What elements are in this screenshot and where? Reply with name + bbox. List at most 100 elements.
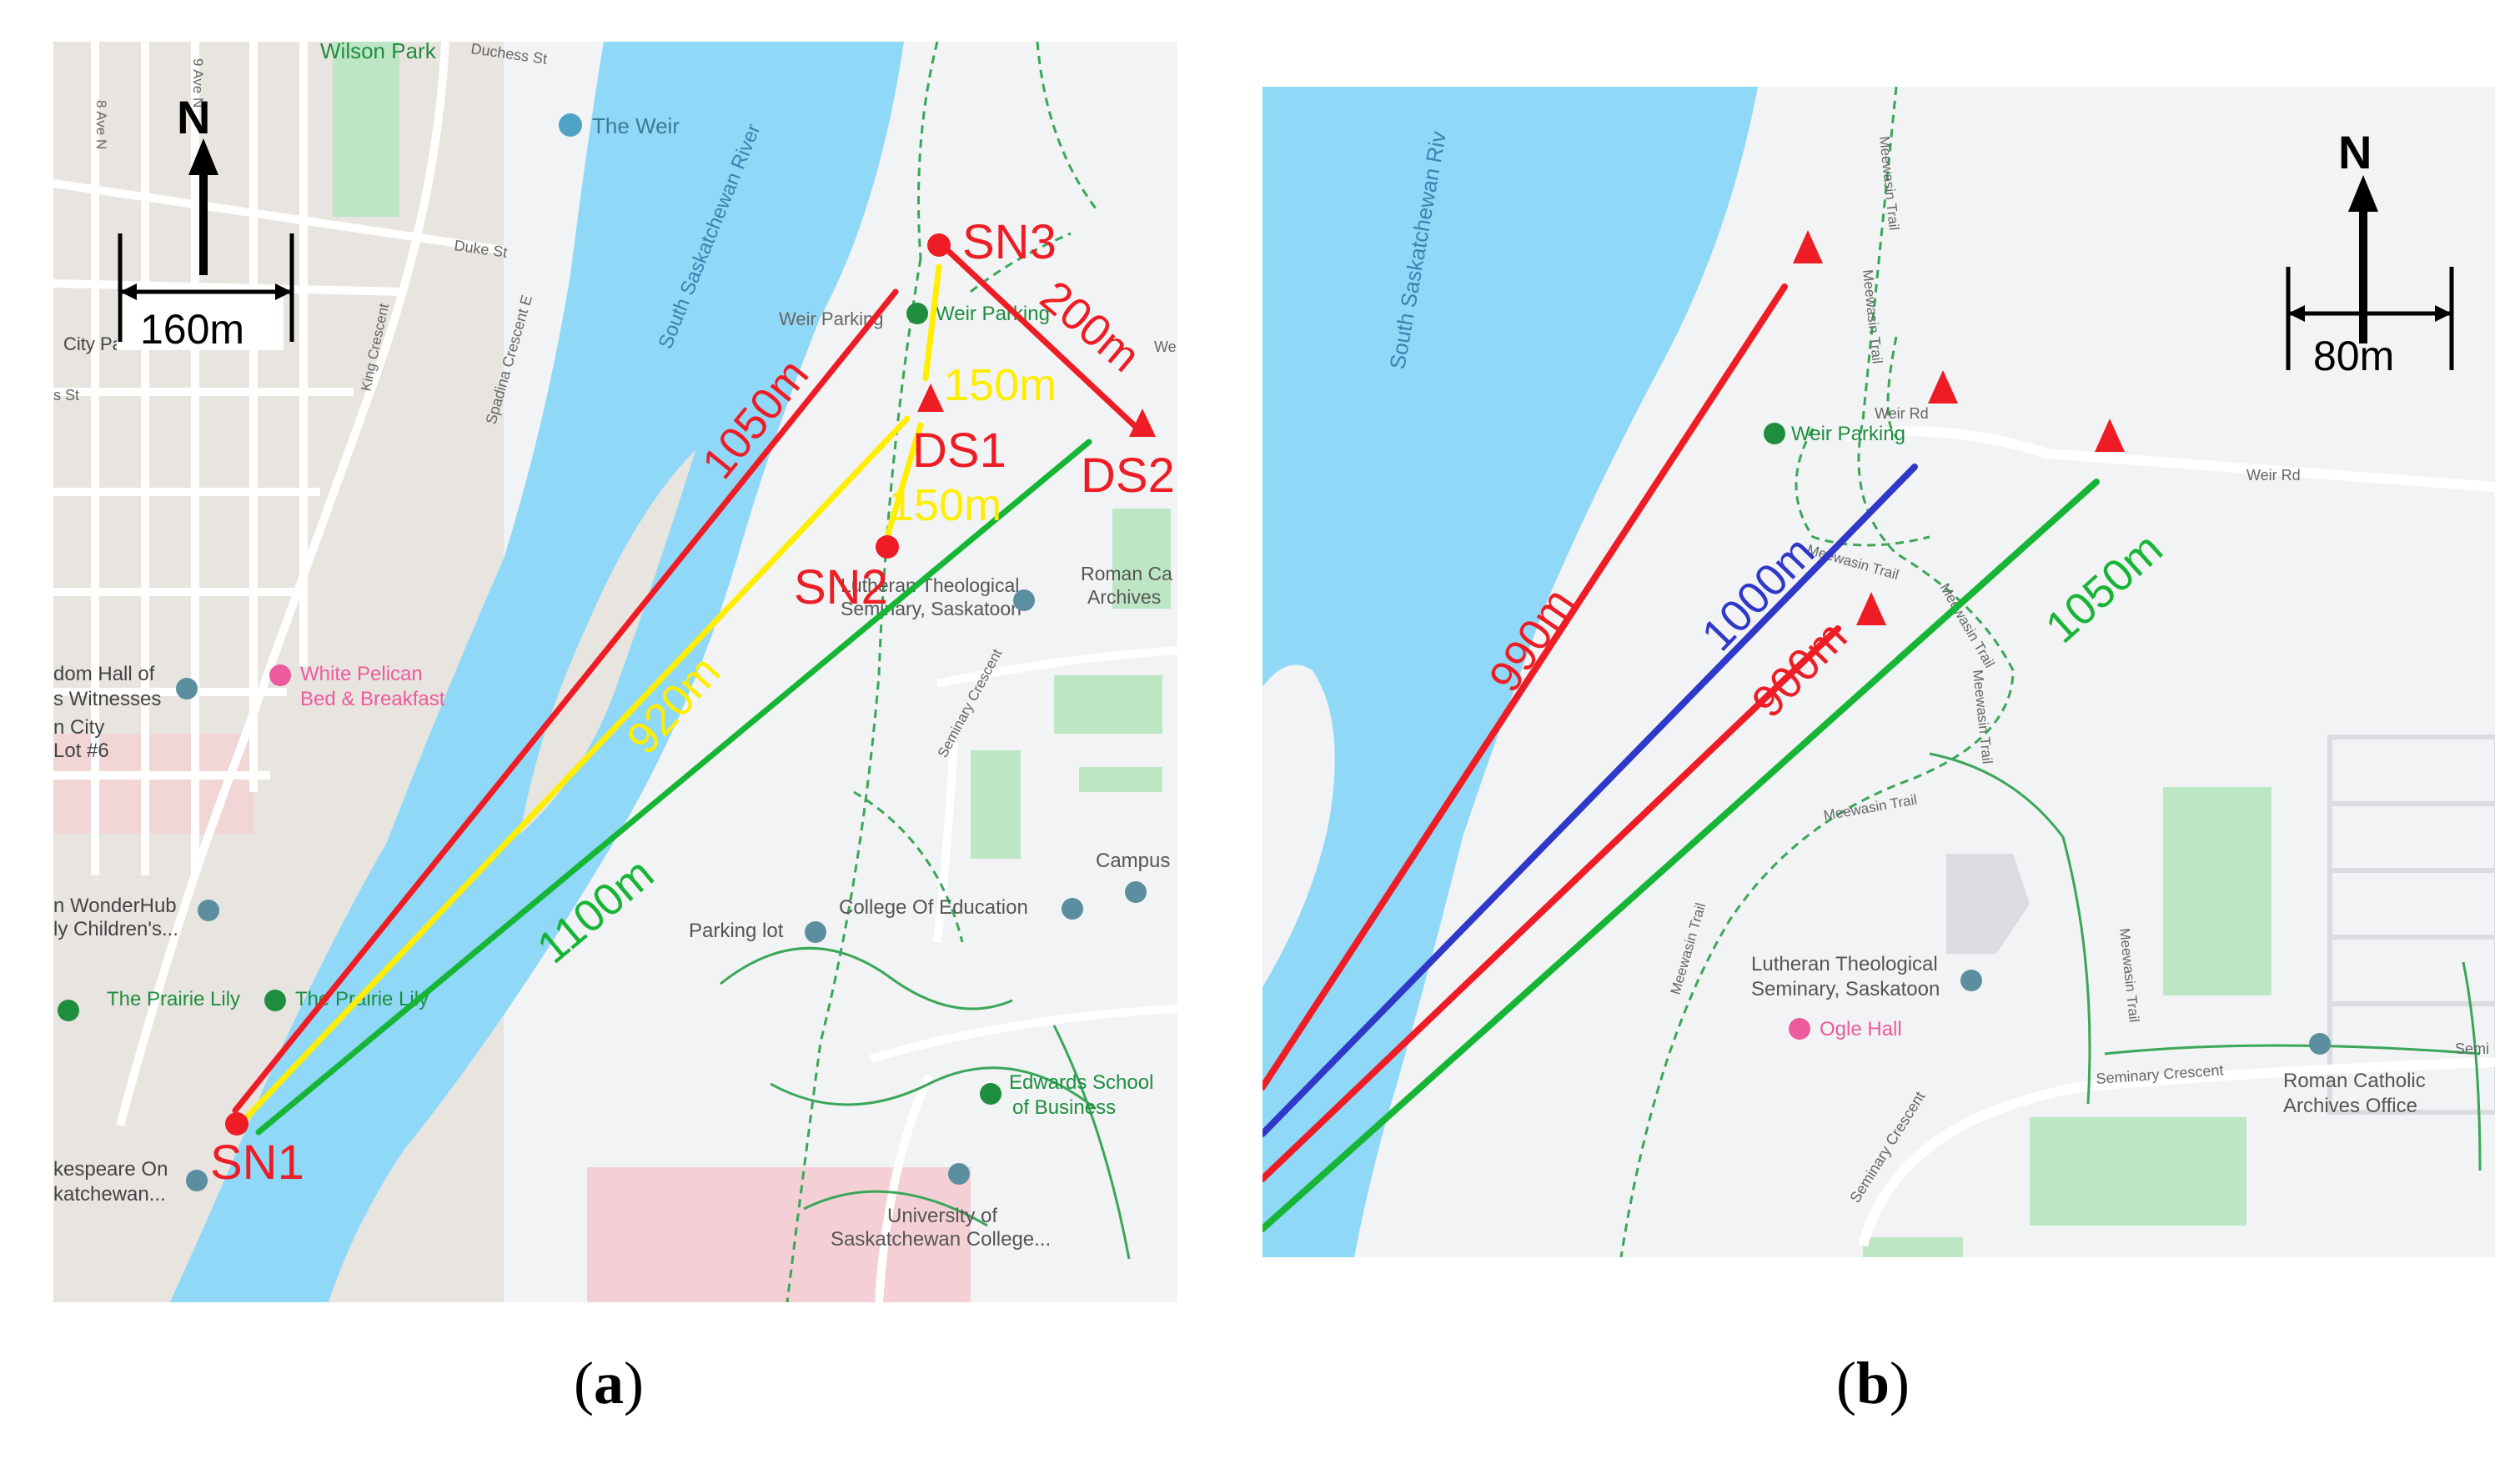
map-panel-b: South Saskatchewan Riv Weir Rd Weir Rd W… bbox=[1263, 87, 2495, 1257]
prairie-lily-icon-1 bbox=[58, 1000, 79, 1021]
city-lot-label-1: n City bbox=[53, 716, 104, 739]
white-pelican-icon bbox=[269, 664, 291, 686]
green-field-b1 bbox=[2163, 787, 2272, 995]
caption-b: (b) bbox=[1836, 1350, 1910, 1416]
edwards-label-2: of Business bbox=[1012, 1096, 1116, 1119]
green-field-4 bbox=[1079, 767, 1162, 792]
building-b bbox=[1946, 854, 2030, 954]
sandbar bbox=[520, 450, 695, 834]
city-park-label: City Pa bbox=[63, 333, 123, 354]
map-panel-a: Wilson Park Duchess St 8 Ave N 9 Ave N T… bbox=[53, 42, 1177, 1302]
scale-arrow-right-a bbox=[275, 283, 292, 300]
link-sn1-ds1-yellow bbox=[243, 415, 911, 1121]
caption-a-letter: a bbox=[593, 1350, 624, 1416]
wilson-park-label: Wilson Park bbox=[320, 42, 437, 63]
scale-arrow-right-b bbox=[2435, 305, 2452, 322]
parking-lot-label: Parking lot bbox=[689, 920, 784, 942]
green-field-1 bbox=[1112, 509, 1171, 609]
ave-8-label: 8 Ave N bbox=[93, 100, 109, 149]
link-b-blue bbox=[1263, 464, 1918, 1137]
edwards-label-1: Edwards School bbox=[1009, 1071, 1153, 1094]
usask-label-1: University of bbox=[887, 1205, 997, 1227]
campus-paths bbox=[720, 946, 1131, 1260]
usask-icon bbox=[948, 1163, 970, 1185]
usask-label-2: Saskatchewan College... bbox=[831, 1228, 1051, 1251]
street-grid bbox=[53, 42, 505, 1127]
node-label-sn1: SN1 bbox=[210, 1136, 304, 1190]
scale-bar-b bbox=[2286, 267, 2454, 370]
shakespeare-label-1: kespeare On bbox=[53, 1158, 168, 1181]
wonderhub-label-1: n WonderHub bbox=[53, 895, 177, 917]
white-pelican-label-2: Bed & Breakfast bbox=[300, 688, 445, 710]
dist-sn3-ds1: 150m bbox=[944, 360, 1057, 410]
map-a-svg: Wilson Park Duchess St 8 Ave N 9 Ave N T… bbox=[53, 42, 1177, 1302]
scale-arrow-left-b bbox=[2288, 305, 2305, 322]
node-label-sn2: SN2 bbox=[794, 560, 888, 614]
node-b-2 bbox=[1928, 370, 1958, 404]
kingdom-hall-icon bbox=[176, 678, 198, 699]
weir-parking-label-2: Weir Parking bbox=[936, 303, 1050, 325]
weir-rd-label-1: Weir Rd bbox=[1875, 405, 1929, 422]
roman-label-b2: Archives Office bbox=[2283, 1095, 2417, 1117]
link-sn1-sn3 bbox=[232, 288, 899, 1114]
lutheran-icon-b bbox=[1960, 970, 1982, 991]
map-b-svg: South Saskatchewan Riv Weir Rd Weir Rd W… bbox=[1263, 87, 2495, 1257]
links-a bbox=[232, 245, 1139, 1136]
link-ds1-sn2 bbox=[884, 422, 924, 540]
city-lot-label-2: Lot #6 bbox=[53, 740, 109, 762]
river-b bbox=[1263, 87, 1758, 1257]
campus-icon bbox=[1125, 881, 1147, 903]
wonderhub-label-2: ly Children's... bbox=[53, 918, 178, 940]
node-label-ds2: DS2 bbox=[1081, 449, 1175, 503]
node-b-3 bbox=[2095, 419, 2125, 452]
green-field-3 bbox=[971, 750, 1021, 859]
green-field-b2 bbox=[2030, 1117, 2246, 1226]
lutheran-label-b1: Lutheran Theological bbox=[1751, 953, 1938, 975]
lutheran-label-a1: Lutheran Theological bbox=[841, 574, 1019, 596]
scale-label-a: 160m bbox=[140, 306, 244, 353]
north-arrow-a bbox=[188, 138, 218, 275]
the-weir-icon bbox=[559, 113, 582, 137]
kingdom-hall-label-1: dom Hall of bbox=[53, 663, 155, 685]
scale-label-b: 80m bbox=[2313, 333, 2394, 379]
ogle-hall-icon bbox=[1789, 1018, 1810, 1040]
paths-b bbox=[1929, 752, 2482, 1171]
roads-b bbox=[1845, 426, 2495, 1247]
link-b-red-bottom bbox=[1263, 625, 1841, 1182]
parking-lot-icon bbox=[805, 921, 826, 943]
link-sn1-ds2 bbox=[255, 439, 1092, 1136]
lutheran-icon-a bbox=[1013, 589, 1035, 611]
college-ed-label: College Of Education bbox=[839, 896, 1028, 919]
node-sn1 bbox=[225, 1112, 248, 1136]
wonderhub-icon bbox=[198, 900, 219, 921]
node-sn2 bbox=[876, 535, 899, 559]
parking-grid-b bbox=[2327, 734, 2495, 1115]
ave-9-label: 9 Ave N bbox=[190, 58, 206, 108]
white-pelican-label-1: White Pelican bbox=[300, 663, 423, 685]
caption-b-letter: b bbox=[1855, 1350, 1890, 1416]
roman-label-a2: Archives bbox=[1087, 586, 1161, 608]
shakespeare-label-2: katchewan... bbox=[53, 1183, 166, 1206]
wilson-park-green bbox=[333, 42, 399, 217]
roman-label-b1: Roman Catholic bbox=[2283, 1070, 2426, 1092]
node-b-1 bbox=[1793, 230, 1823, 263]
scale-bar-a bbox=[118, 233, 294, 342]
prairie-lily-icon-2 bbox=[264, 990, 286, 1011]
we-label: We bbox=[1154, 338, 1177, 355]
scale-arrow-left-a bbox=[120, 283, 137, 300]
node-label-sn3: SN3 bbox=[962, 215, 1057, 269]
roman-catholic-icon bbox=[2309, 1033, 2331, 1055]
node-label-ds1: DS1 bbox=[912, 424, 1006, 478]
north-label-a: N bbox=[177, 91, 210, 143]
north-arrow-b bbox=[2348, 175, 2378, 343]
node-ds1 bbox=[917, 384, 944, 412]
s-st-label: s St bbox=[53, 387, 79, 404]
pink-usask-area bbox=[587, 1167, 971, 1302]
north-label-b: N bbox=[2338, 126, 2372, 178]
weir-parking-label-b: Weir Parking bbox=[1791, 423, 1905, 445]
caption-a: (a) bbox=[574, 1350, 644, 1416]
node-ds2 bbox=[1129, 409, 1156, 437]
lutheran-label-b2: Seminary, Saskatoon bbox=[1751, 978, 1940, 1000]
weir-rd-label-2: Weir Rd bbox=[2246, 467, 2301, 484]
link-sn3-ds2 bbox=[942, 245, 1139, 430]
